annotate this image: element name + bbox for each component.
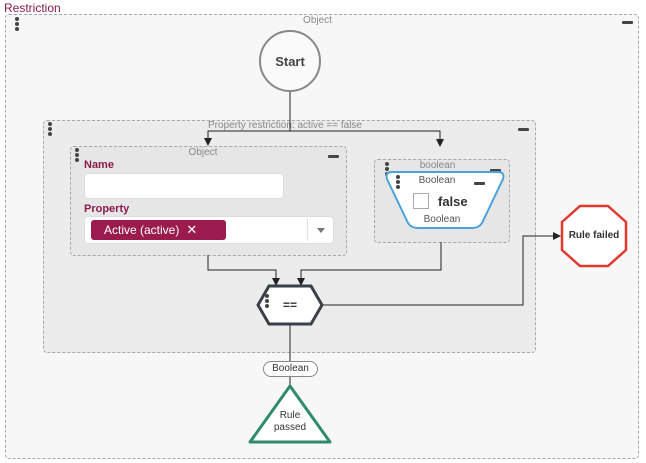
boolean-literal-menu-icon[interactable] (396, 175, 400, 190)
select-separator (307, 219, 308, 241)
property-chip: Active (active) ✕ (91, 220, 226, 240)
object-node-menu-icon[interactable] (75, 148, 79, 163)
property-restriction-label: Property restriction: active == false (208, 120, 362, 131)
diagram-title: Restriction (4, 1, 61, 15)
boolean-literal-type-top: Boolean (418, 175, 456, 186)
object-node-collapse-icon[interactable] (328, 155, 339, 158)
boolean-node-label: boolean (419, 160, 456, 171)
boolean-node-collapse-icon[interactable] (490, 169, 501, 172)
outer-collapse-icon[interactable] (622, 21, 633, 24)
name-input[interactable] (84, 173, 284, 199)
rule-passed-label-line2: passed (273, 422, 307, 433)
rule-passed-label-line1: Rule (279, 410, 301, 421)
equals-menu-icon[interactable] (265, 294, 269, 309)
outer-menu-icon[interactable] (15, 17, 19, 32)
boolean-literal-collapse-icon[interactable] (474, 182, 485, 185)
boolean-checkbox[interactable] (413, 193, 429, 209)
property-field-label: Property (84, 203, 130, 215)
property-restriction-menu-icon[interactable] (48, 122, 52, 137)
edge-boolean-to-equals (297, 242, 442, 286)
edge-equals-to-failed (322, 232, 561, 306)
object-node-label: Object (188, 147, 218, 158)
rule-passed-shape (248, 384, 332, 444)
result-type-pill: Boolean (263, 361, 318, 377)
boolean-literal-type-bottom: Boolean (423, 214, 461, 225)
start-node-shape (259, 30, 321, 92)
start-node-label[interactable]: Start (275, 54, 305, 69)
outer-container-label: Object (303, 15, 332, 26)
equals-node-label[interactable]: == (282, 298, 297, 312)
property-restriction-collapse-icon[interactable] (518, 128, 529, 131)
chevron-down-icon[interactable] (317, 228, 325, 233)
edge-start-to-split (204, 92, 291, 146)
edge-object-to-equals (207, 255, 280, 286)
equals-node-shape (256, 284, 324, 326)
name-field-label: Name (84, 159, 114, 171)
property-select[interactable]: Active (active) ✕ (84, 216, 334, 244)
boolean-literal-shape (385, 171, 505, 229)
rule-passed-label[interactable]: Rule passed (260, 410, 320, 434)
boolean-value: false (438, 194, 468, 209)
edge-split-to-boolean (290, 130, 444, 147)
remove-chip-icon[interactable]: ✕ (186, 222, 198, 237)
property-chip-label: Active (active) (104, 223, 180, 237)
rule-failed-label[interactable]: Rule failed (568, 230, 620, 241)
rule-failed-shape (560, 204, 628, 268)
